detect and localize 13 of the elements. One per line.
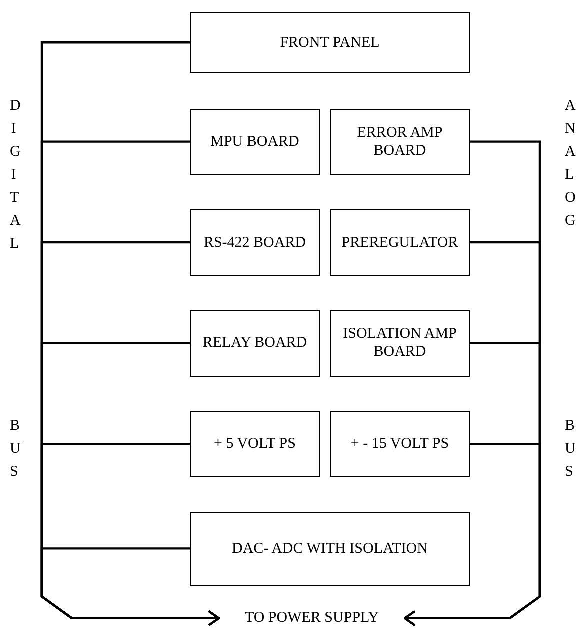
board-box: ERROR AMP BOARD [330, 108, 470, 176]
board-box: ISOLATION AMP BOARD [330, 310, 470, 377]
destination-label: TO POWER SUPPLY [222, 604, 402, 632]
board-box: + 5 VOLT PS [190, 410, 320, 478]
board-box: FRONT PANEL [190, 12, 470, 73]
board-box: RELAY BOARD [190, 310, 320, 377]
board-box: MPU BOARD [190, 108, 320, 176]
board-box: + - 15 VOLT PS [330, 410, 470, 478]
board-box: DAC- ADC WITH ISOLATION [190, 512, 470, 586]
bus-arrow [404, 442, 542, 626]
board-box: RS-422 BOARD [190, 209, 320, 276]
board-box: PREREGULATOR [330, 209, 470, 276]
bus-arrow [40, 548, 220, 626]
